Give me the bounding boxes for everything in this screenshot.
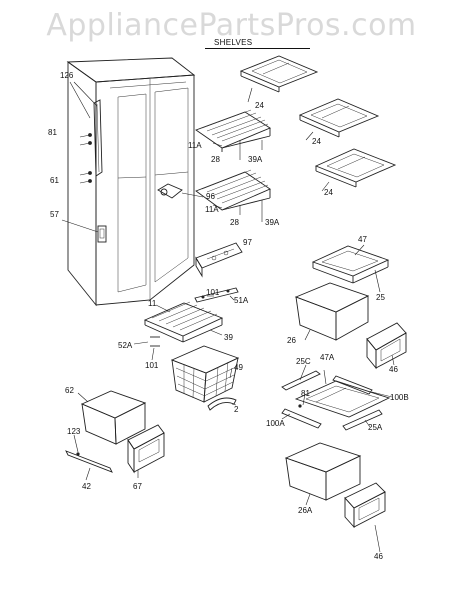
control-housing-drawing (195, 242, 243, 278)
part-label-25c: 25C (296, 357, 311, 366)
part-label-47a: 47A (320, 353, 335, 362)
wire-shelf-11-drawing (143, 301, 224, 343)
part-label-67: 67 (133, 482, 142, 491)
title-rule (205, 48, 310, 49)
part-label-26a: 26A (298, 506, 313, 515)
glass-shelf-middle-drawing (298, 98, 380, 138)
crisper-drawer-front-46b-drawing (344, 482, 386, 529)
breaker-strip-drawing (93, 99, 103, 177)
part-label-39a-lower: 39A (265, 218, 280, 227)
wire-basket-drawing (170, 345, 240, 403)
watermark-text: AppliancePartsPros.com (46, 8, 417, 43)
part-label-61: 61 (50, 176, 59, 185)
wire-shelf-upper-drawing (195, 109, 271, 152)
glass-shelf-top-drawing (239, 55, 319, 93)
part-label-123: 123 (67, 427, 81, 436)
door-bin-pan-drawing (80, 390, 147, 445)
hinge-screws-drawing (79, 133, 92, 184)
part-label-26: 26 (287, 336, 296, 345)
part-label-101-upper: 101 (206, 288, 220, 297)
part-label-81: 81 (48, 128, 57, 137)
bin-front-drawing (127, 424, 165, 474)
part-label-39: 39 (224, 333, 233, 342)
part-label-28-lower: 28 (230, 218, 239, 227)
part-label-62: 62 (65, 386, 74, 395)
part-label-39a-upper: 39A (248, 155, 263, 164)
crisper-cover-47a-drawing (294, 380, 391, 418)
part-label-126: 126 (60, 71, 74, 80)
crisper-pan-26a-drawing (284, 442, 362, 501)
part-label-101-lower: 101 (145, 361, 159, 370)
part-label-25: 25 (376, 293, 385, 302)
leader-lines (61, 81, 395, 553)
part-label-25a: 25A (368, 423, 383, 432)
part-label-47: 47 (358, 235, 367, 244)
part-label-24-middle: 24 (312, 137, 321, 146)
part-label-46-lower: 46 (374, 552, 383, 561)
part-label-49: 49 (234, 363, 243, 372)
part-label-11a-lower: 11A (205, 205, 219, 214)
wire-shelf-lower-drawing (195, 169, 271, 211)
part-labels: 126 81 61 57 96 97 11A 28 39A 11A 28 39A… (48, 71, 409, 561)
part-label-52a: 52A (118, 341, 133, 350)
part-label-28-upper: 28 (211, 155, 220, 164)
crisper-rails-drawing (281, 370, 383, 431)
part-label-11: 11 (148, 299, 157, 308)
part-label-2: 2 (234, 405, 239, 414)
slide-rail-drawing (194, 287, 239, 303)
part-label-11a-upper: 11A (188, 141, 202, 150)
part-label-100b: 100B (390, 393, 409, 402)
light-switch-drawing (97, 225, 107, 243)
part-label-42: 42 (82, 482, 91, 491)
part-label-24-bottom: 24 (324, 188, 333, 197)
part-label-57: 57 (50, 210, 59, 219)
part-label-51a: 51A (234, 296, 249, 305)
section-title: SHELVES (214, 38, 253, 47)
part-label-96: 96 (206, 192, 215, 201)
control-knob-drawing (157, 183, 204, 199)
part-label-24-top: 24 (255, 101, 264, 110)
crisper-pan-26-drawing (294, 282, 370, 341)
bin-rail-drawing (65, 450, 113, 473)
part-label-46-upper: 46 (389, 365, 398, 374)
slide-clips-drawing (150, 336, 160, 347)
crisper-drawer-front-46-drawing (366, 322, 407, 370)
glass-shelf-bottom-drawing (314, 148, 397, 188)
part-label-81-right: 81 (301, 389, 310, 398)
refrigerator-cabinet-drawing (66, 57, 196, 307)
part-label-97: 97 (243, 238, 252, 247)
part-label-100a: 100A (266, 419, 285, 428)
basket-handle-drawing (207, 397, 237, 411)
crisper-cover-drawing (311, 245, 390, 284)
